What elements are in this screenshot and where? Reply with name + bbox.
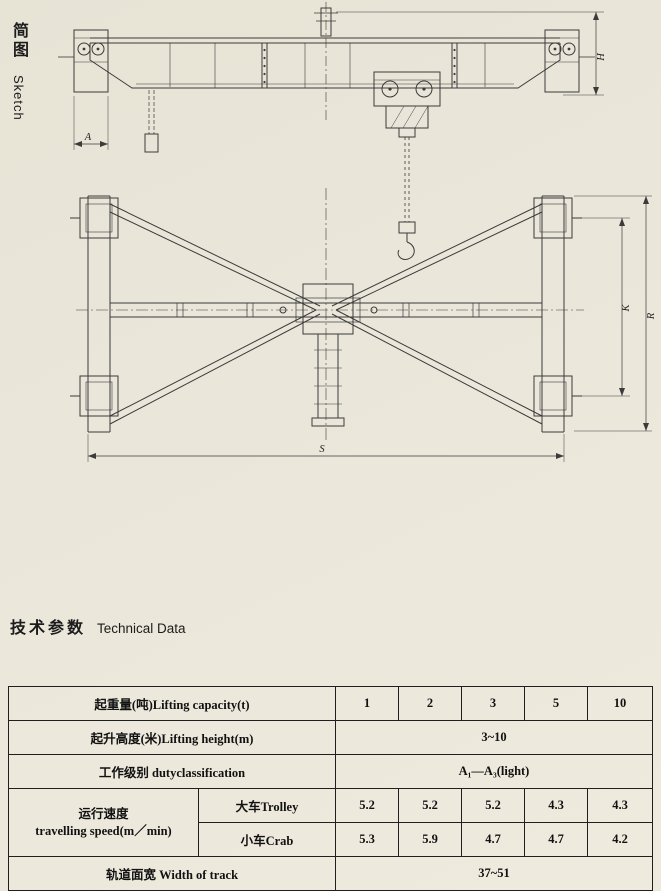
dim-label-s: S — [319, 444, 325, 455]
crane-sketch: H A S R K — [58, 2, 657, 462]
lifting-height-label: 起升高度(米)Lifting height(m) — [8, 720, 336, 755]
technical-data-table: 起重量(吨)Lifting capacity(t) 1 2 3 5 10 起升高… — [8, 686, 653, 891]
speed-label: 运行速度 travelling speed(m／min) — [8, 788, 199, 857]
elevation-bolt-dots — [82, 47, 571, 91]
row-speed-trolley: 运行速度 travelling speed(m／min) 大车Trolley 5… — [8, 788, 653, 857]
speed-trolley-label: 大车Trolley — [198, 788, 336, 823]
duty-label: 工作级别 dutyclassification — [8, 754, 336, 789]
dimension-labels: H A S R K — [84, 52, 657, 455]
speed-crab-2: 5.9 — [398, 822, 462, 857]
speed-trolley-4: 4.3 — [524, 788, 588, 823]
row-capacity: 起重量(吨)Lifting capacity(t) 1 2 3 5 10 — [8, 686, 653, 721]
speed-label-en: travelling speed(m／min) — [35, 823, 172, 838]
speed-crab-label: 小车Crab — [198, 822, 336, 857]
speed-trolley-1: 5.2 — [335, 788, 399, 823]
sketch-label-en: Sketch — [11, 75, 26, 121]
track-width-label: 轨道面宽 Width of track — [8, 856, 336, 891]
row-duty: 工作级别 dutyclassification A₁—A₃(light) — [8, 754, 653, 789]
lifting-height-value: 3~10 — [335, 720, 653, 755]
speed-trolley-5: 4.3 — [587, 788, 653, 823]
capacity-value-5: 10 — [587, 686, 653, 721]
dimension-lines — [73, 11, 652, 462]
dim-label-h: H — [596, 52, 607, 62]
sketch-section-label: 简图 Sketch — [6, 22, 30, 121]
elevation-view — [58, 2, 595, 260]
row-track-width: 轨道面宽 Width of track 37~51 — [8, 856, 653, 891]
capacity-label: 起重量(吨)Lifting capacity(t) — [8, 686, 336, 721]
speed-crab-3: 4.7 — [461, 822, 525, 857]
capacity-value-4: 5 — [524, 686, 588, 721]
capacity-value-2: 2 — [398, 686, 462, 721]
speed-label-cn: 运行速度 — [78, 807, 129, 822]
tech-heading-en: Technical Data — [97, 621, 186, 636]
capacity-value-1: 1 — [335, 686, 399, 721]
dim-label-r: R — [646, 312, 657, 320]
track-width-value: 37~51 — [335, 856, 653, 891]
duty-value: A₁—A₃(light) — [335, 754, 653, 789]
sketch-label-cn: 简图 — [10, 22, 27, 60]
speed-crab-4: 4.7 — [524, 822, 588, 857]
speed-trolley-2: 5.2 — [398, 788, 462, 823]
capacity-value-3: 3 — [461, 686, 525, 721]
dimension-arrows — [74, 12, 649, 459]
tech-heading-cn: 技术参数 — [10, 620, 87, 637]
plan-view — [70, 188, 584, 442]
row-lifting-height: 起升高度(米)Lifting height(m) 3~10 — [8, 720, 653, 755]
speed-trolley-3: 5.2 — [461, 788, 525, 823]
row-speed-crab: 小车Crab 5.3 5.9 4.7 4.7 4.2 — [9, 822, 653, 857]
technical-data-heading: 技术参数 Technical Data — [10, 614, 186, 638]
speed-crab-5: 4.2 — [587, 822, 653, 857]
dim-label-a: A — [84, 132, 92, 143]
speed-crab-1: 5.3 — [335, 822, 399, 857]
dim-label-k: K — [621, 304, 632, 313]
